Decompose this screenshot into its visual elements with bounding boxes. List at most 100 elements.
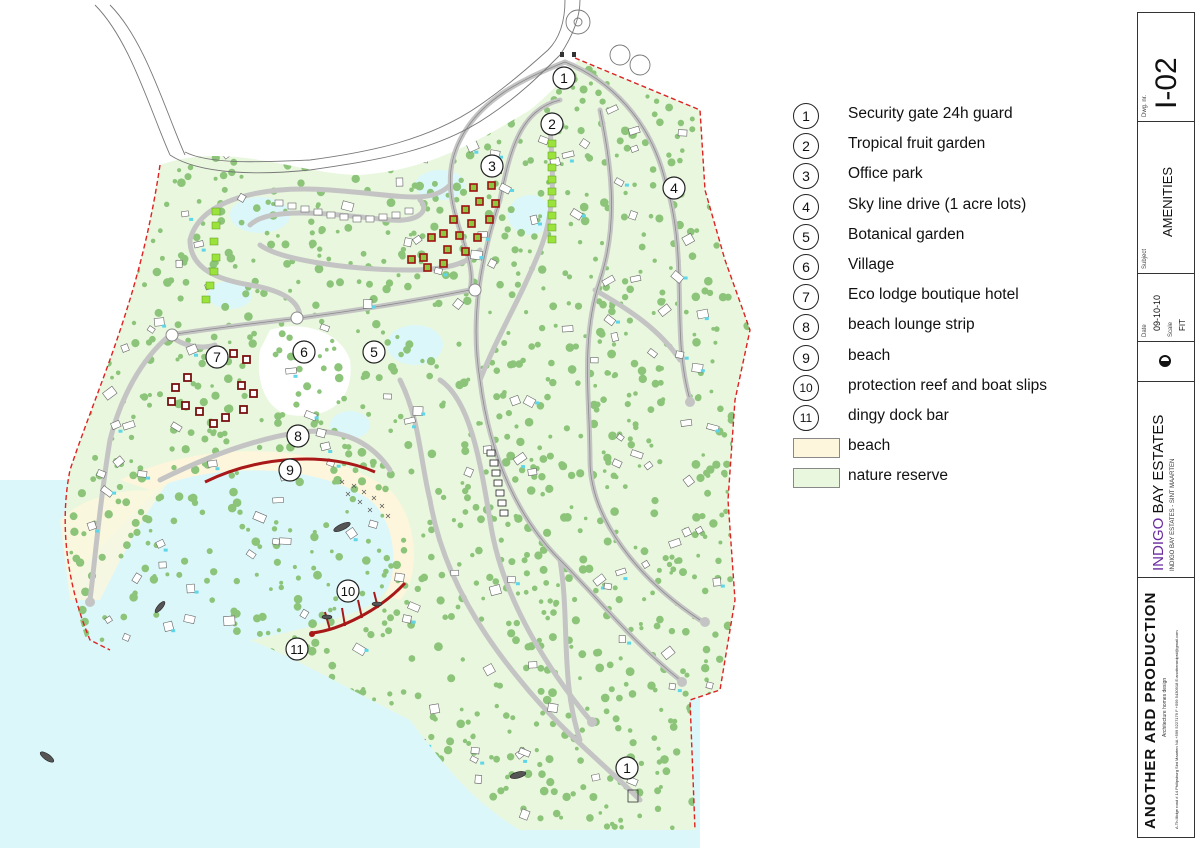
tree	[475, 61, 481, 67]
tree	[638, 760, 645, 767]
pool	[623, 577, 628, 581]
tree	[456, 341, 462, 347]
pool	[421, 412, 426, 416]
tree	[428, 733, 435, 741]
tree	[327, 159, 335, 167]
tree	[623, 681, 629, 687]
tree	[699, 513, 706, 520]
tree	[408, 655, 416, 662]
tree	[420, 358, 425, 364]
house	[709, 733, 723, 745]
tree	[399, 253, 406, 260]
tree	[66, 224, 70, 229]
tree	[727, 203, 735, 211]
tree	[131, 414, 136, 420]
house	[613, 177, 625, 188]
dwg-number: I-02	[1150, 57, 1183, 109]
tree	[660, 298, 666, 304]
house	[102, 91, 114, 99]
tree	[275, 444, 284, 453]
tree	[67, 281, 74, 288]
tree	[478, 616, 485, 622]
roundabouts	[165, 283, 482, 342]
legend-label: Sky line drive (1 acre lots)	[848, 195, 1027, 213]
tree	[708, 748, 714, 755]
cul-de-sacs	[85, 397, 710, 727]
gate-house-south	[627, 789, 639, 803]
tree	[148, 115, 153, 121]
tree	[565, 190, 571, 196]
house	[512, 451, 528, 466]
tree	[228, 168, 236, 177]
tree	[128, 434, 135, 441]
tree	[569, 505, 574, 510]
tree	[59, 67, 63, 71]
tree	[704, 677, 709, 682]
tree	[537, 664, 545, 672]
tree	[534, 551, 543, 560]
tree	[279, 580, 284, 585]
tree	[271, 63, 277, 69]
pool	[95, 529, 99, 533]
pool	[485, 237, 490, 241]
tree	[523, 769, 533, 779]
tree	[382, 608, 387, 613]
tree	[683, 309, 689, 315]
house	[706, 124, 718, 136]
pool	[411, 620, 416, 624]
tree	[475, 60, 484, 67]
tree	[224, 404, 234, 414]
tree	[489, 359, 496, 366]
svg-text:1: 1	[560, 70, 568, 86]
tree	[320, 97, 330, 106]
tree	[336, 278, 344, 287]
tree	[650, 509, 659, 518]
tree	[149, 156, 156, 163]
tree	[579, 727, 585, 733]
house	[469, 755, 479, 764]
tree	[199, 398, 208, 407]
tree	[669, 571, 673, 575]
tree	[177, 295, 184, 302]
tree	[628, 690, 637, 698]
house	[529, 214, 539, 226]
legend-label: Office park	[848, 165, 923, 183]
tree	[548, 359, 555, 367]
tree	[344, 224, 353, 232]
tree	[274, 79, 280, 84]
tree	[657, 459, 663, 465]
tree	[578, 676, 582, 681]
tree	[456, 719, 466, 729]
tree	[318, 138, 327, 148]
tree	[662, 555, 669, 562]
house	[691, 362, 704, 374]
tree	[92, 454, 99, 461]
tree	[527, 157, 534, 164]
tree	[655, 770, 660, 775]
tree	[675, 557, 683, 564]
tree	[711, 722, 716, 727]
tree	[66, 162, 72, 167]
tree	[255, 288, 260, 294]
gate-house	[560, 52, 576, 57]
tree	[559, 815, 564, 820]
tree	[705, 473, 711, 478]
tree	[447, 80, 455, 88]
tree	[515, 271, 521, 276]
tree	[560, 513, 569, 522]
pool	[336, 464, 341, 468]
tree	[386, 198, 396, 208]
tree	[577, 127, 585, 135]
pool	[480, 761, 485, 765]
tree	[276, 628, 281, 633]
tree	[365, 123, 372, 130]
tree	[276, 138, 283, 145]
tree	[715, 708, 724, 717]
pool	[353, 538, 358, 542]
tree	[593, 406, 600, 413]
tree	[409, 187, 414, 193]
tree	[670, 825, 675, 830]
tree	[446, 737, 455, 746]
